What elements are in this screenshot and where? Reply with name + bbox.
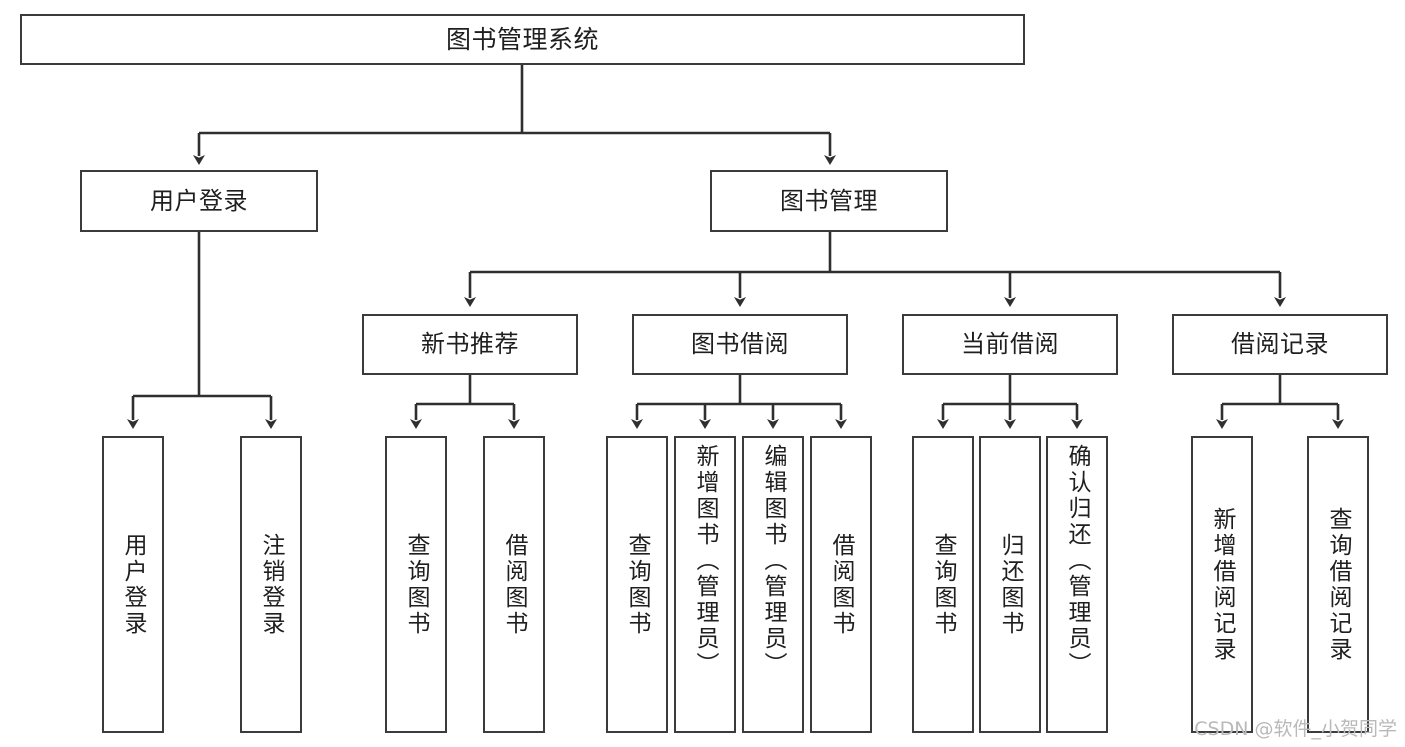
node-label: 当前借阅 [961, 330, 1059, 359]
node-label: 图书管理 [780, 186, 878, 215]
node-borrow-record[interactable]: 借阅记录 [1172, 314, 1388, 375]
leaf-book-borrow-borrow[interactable]: 借阅图书 [810, 436, 872, 733]
node-label: 新增图书（管理员） [692, 444, 719, 678]
node-label: 用户登录 [120, 532, 147, 637]
node-label: 新增借阅记录 [1209, 506, 1236, 663]
node-label: 图书管理系统 [445, 24, 599, 54]
node-user-login[interactable]: 用户登录 [80, 170, 318, 232]
node-label: 借阅记录 [1231, 330, 1329, 359]
node-label: 查询借阅记录 [1325, 506, 1352, 663]
node-label: 确认归还（管理员） [1064, 444, 1091, 678]
node-label: 编辑图书（管理员） [760, 444, 787, 678]
node-label: 新书推荐 [421, 330, 519, 359]
node-label: 查询图书 [403, 532, 430, 637]
node-label: 归还图书 [997, 532, 1024, 637]
node-label: 查询图书 [624, 532, 651, 637]
node-label: 用户登录 [150, 186, 248, 215]
node-book-management[interactable]: 图书管理 [710, 170, 948, 232]
leaf-book-borrow-edit[interactable]: 编辑图书（管理员） [742, 436, 804, 733]
leaf-current-borrow-return[interactable]: 归还图书 [979, 436, 1041, 733]
node-current-borrow[interactable]: 当前借阅 [902, 314, 1118, 375]
leaf-user-login-logout[interactable]: 注销登录 [240, 436, 302, 733]
leaf-book-borrow-add[interactable]: 新增图书（管理员） [674, 436, 736, 733]
node-root-system[interactable]: 图书管理系统 [20, 14, 1025, 65]
leaf-borrow-record-query[interactable]: 查询借阅记录 [1307, 436, 1369, 733]
leaf-new-book-borrow[interactable]: 借阅图书 [483, 436, 545, 733]
node-label: 查询图书 [930, 532, 957, 637]
node-new-book-recommend[interactable]: 新书推荐 [362, 314, 578, 375]
node-label: 注销登录 [258, 532, 285, 637]
leaf-borrow-record-add[interactable]: 新增借阅记录 [1191, 436, 1253, 733]
leaf-user-login-login[interactable]: 用户登录 [102, 436, 164, 733]
csdn-watermark: CSDN @软件_小贺同学 [1194, 718, 1397, 740]
node-label: 借阅图书 [828, 532, 855, 637]
leaf-book-borrow-query[interactable]: 查询图书 [606, 436, 668, 733]
leaf-current-borrow-confirm-return[interactable]: 确认归还（管理员） [1046, 436, 1108, 733]
leaf-current-borrow-query[interactable]: 查询图书 [912, 436, 974, 733]
node-label: 图书借阅 [691, 330, 789, 359]
node-book-borrow[interactable]: 图书借阅 [632, 314, 848, 375]
leaf-new-book-query[interactable]: 查询图书 [385, 436, 447, 733]
node-label: 借阅图书 [501, 532, 528, 637]
